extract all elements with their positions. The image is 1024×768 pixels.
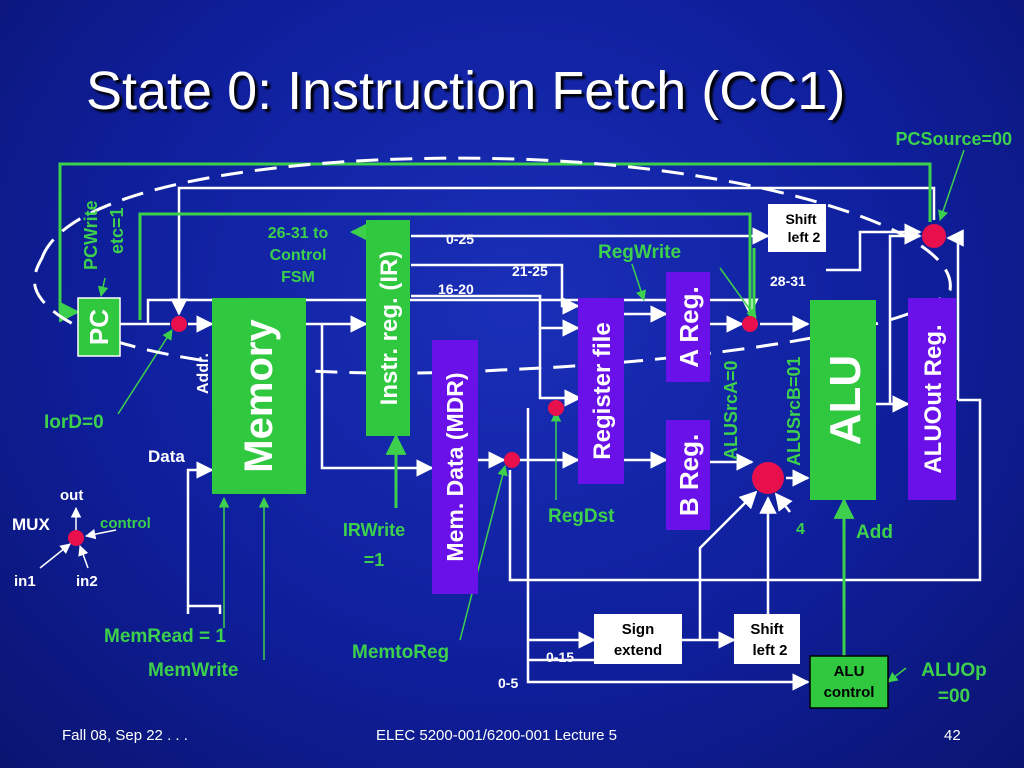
iord-label: IorD=0 — [44, 412, 104, 433]
mux-pc-source — [922, 224, 946, 248]
irwrite-label-1: IRWrite — [343, 520, 405, 540]
control-wires — [58, 162, 932, 656]
alusrcb-label: ALUSrcB=01 — [784, 356, 804, 466]
alusrca-label: ALUSrcA=0 — [721, 360, 741, 460]
bits-28-31: 28-31 — [770, 273, 806, 289]
sign-extend-block: Sign extend — [594, 614, 682, 664]
regwrite-label: RegWrite — [598, 242, 681, 263]
pcsource-label: PCSource=00 — [895, 129, 1012, 149]
svg-text:Mem. Data (MDR): Mem. Data (MDR) — [442, 372, 468, 561]
mux-alu-src-a — [742, 316, 758, 332]
data-label: Data — [148, 447, 185, 466]
memwrite-label: MemWrite — [148, 660, 238, 681]
memory-block: Memory — [212, 298, 306, 494]
legend-mux: MUX — [12, 515, 50, 534]
b-reg-block: B Reg. — [666, 420, 710, 530]
bits-16-20: 16-20 — [438, 281, 474, 297]
irwrite-label-2: =1 — [364, 550, 385, 570]
alu-block: ALU — [810, 300, 876, 500]
mux-pc-address — [171, 316, 187, 332]
aluop-label-2: =00 — [938, 686, 970, 707]
alu-control-block: ALU control — [809, 655, 889, 709]
aluout-block: ALUOut Reg. — [908, 298, 956, 500]
svg-text:left 2: left 2 — [752, 642, 787, 659]
legend-in1: in1 — [14, 573, 36, 590]
ir-block: Instr. reg. (IR) — [366, 220, 410, 436]
mux-memto-reg — [504, 452, 520, 468]
svg-text:extend: extend — [614, 642, 662, 659]
shift-left-bottom-block: Shift left 2 — [734, 614, 800, 664]
svg-text:Register file: Register file — [589, 322, 616, 459]
mux-reg-dst — [548, 400, 564, 416]
svg-text:control: control — [824, 684, 875, 701]
shift-left-top-block: Shift left 2 — [768, 204, 826, 252]
pcwrite-label-2: etc=1 — [107, 207, 127, 254]
svg-text:PC: PC — [84, 309, 114, 345]
legend-control: control — [100, 515, 151, 532]
bits-0-5: 0-5 — [498, 675, 518, 691]
register-file-block: Register file — [578, 298, 624, 484]
fsm-label-1: 26-31 to — [268, 225, 329, 242]
footer-date: Fall 08, Sep 22 . . . — [62, 727, 188, 744]
svg-text:B Reg.: B Reg. — [674, 434, 704, 516]
fsm-label-3: FSM — [281, 269, 315, 286]
bits-21-25: 21-25 — [512, 263, 548, 279]
svg-text:Shift: Shift — [785, 211, 816, 227]
svg-text:A Reg.: A Reg. — [674, 286, 704, 367]
legend-in2: in2 — [76, 573, 98, 590]
fsm-label-2: Control — [270, 247, 327, 264]
bits-0-15: 0-15 — [546, 649, 574, 665]
data-wires — [120, 186, 982, 691]
mdr-block: Mem. Data (MDR) — [432, 340, 478, 594]
svg-text:Shift: Shift — [750, 621, 783, 638]
svg-text:ALUOut Reg.: ALUOut Reg. — [920, 324, 947, 473]
svg-text:left 2: left 2 — [788, 229, 821, 245]
footer-page-number: 42 — [944, 727, 961, 744]
pcwrite-label-1: PCWrite — [81, 200, 101, 270]
memtoreg-label: MemtoReg — [352, 642, 449, 663]
legend-out: out — [60, 487, 83, 504]
addr-label: Addr. — [195, 353, 212, 394]
mux-legend-symbol — [68, 530, 84, 546]
mux-alu-src-b — [752, 462, 784, 494]
svg-text:ALU: ALU — [821, 355, 870, 445]
aluop-label-1: ALUOp — [921, 660, 986, 681]
regdst-label: RegDst — [548, 506, 615, 527]
add-label: Add — [856, 522, 893, 543]
slide-title: State 0: Instruction Fetch (CC1) — [86, 61, 846, 121]
svg-text:ALU: ALU — [834, 663, 865, 680]
svg-text:Sign: Sign — [622, 621, 655, 638]
footer-course: ELEC 5200-001/6200-001 Lecture 5 — [376, 727, 618, 744]
a-reg-block: A Reg. — [666, 272, 710, 382]
memread-label: MemRead = 1 — [104, 626, 226, 647]
const-four-label: 4 — [796, 521, 805, 538]
svg-text:Instr. reg. (IR): Instr. reg. (IR) — [376, 251, 403, 406]
bits-0-25: 0-25 — [446, 231, 474, 247]
pc-block: PC — [77, 297, 121, 357]
svg-text:Memory: Memory — [237, 319, 281, 473]
